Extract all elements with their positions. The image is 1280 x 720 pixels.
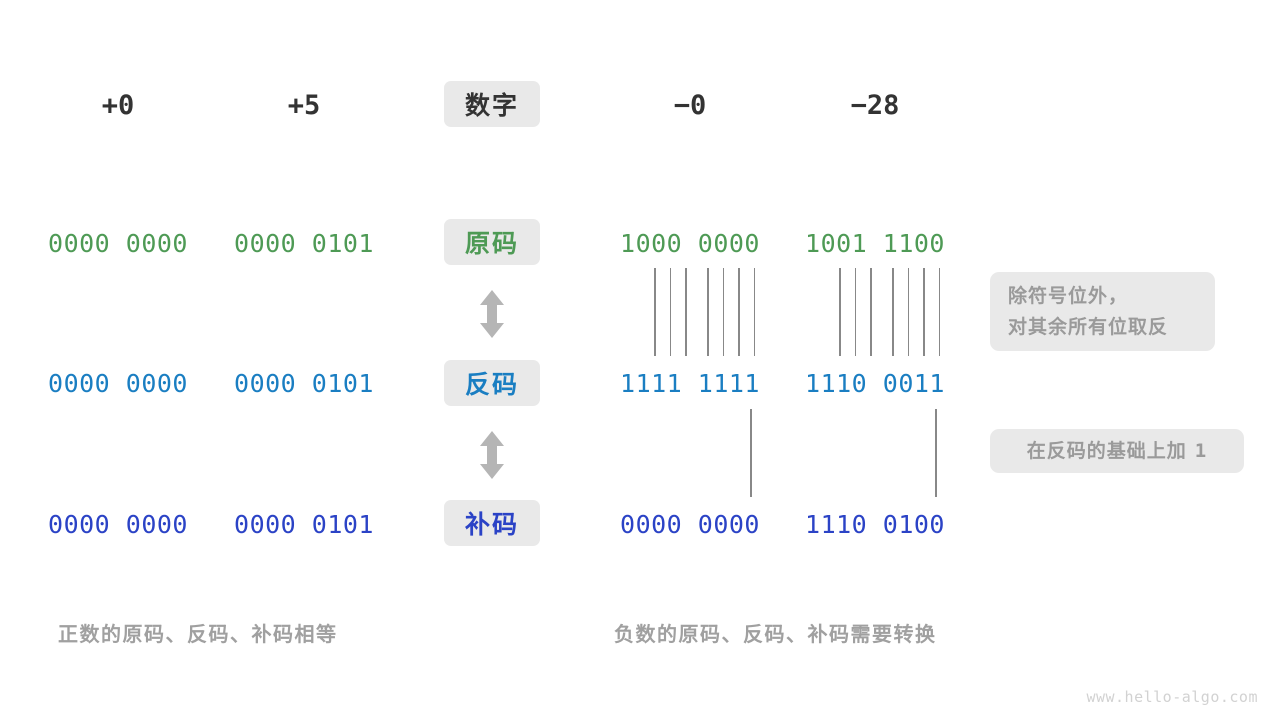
connector-line-invert-negzero-bit8	[753, 268, 755, 356]
header-neg-28: −28	[850, 89, 900, 121]
connector-line-invert-neg28-bit4	[870, 268, 872, 356]
connector-line-addone-negzero-bit8	[750, 409, 752, 497]
row-label-chip-fanma: 反码	[444, 360, 540, 406]
row-label-buma: 补码	[464, 511, 519, 539]
value-yuanma-neg-zero: 1000 0000	[620, 228, 760, 258]
row-label-chip-yuanma: 原码	[444, 219, 540, 265]
connector-line-invert-negzero-bit4	[685, 268, 687, 356]
connector-line-invert-neg28-bit5	[892, 268, 894, 356]
header-chip-number: 数字	[444, 81, 540, 127]
value-yuanma-pos-zero: 0000 0000	[48, 228, 188, 258]
value-buma-pos-five: 0000 0101	[234, 509, 374, 539]
note-invert-bits-line1: 除符号位外，	[1008, 285, 1129, 307]
row-label-yuanma: 原码	[464, 230, 519, 258]
value-buma-pos-zero: 0000 0000	[48, 509, 188, 539]
double-arrow-icon-fanma-buma	[476, 429, 508, 486]
value-fanma-neg-zero: 1111 1111	[620, 368, 760, 398]
connector-line-invert-negzero-bit5	[707, 268, 709, 356]
connector-line-invert-neg28-bit7	[923, 268, 925, 356]
header-pos-five: +5	[287, 89, 321, 121]
connector-line-invert-negzero-bit6	[722, 268, 724, 356]
connector-line-invert-neg28-bit8	[938, 268, 940, 356]
value-fanma-pos-zero: 0000 0000	[48, 368, 188, 398]
double-arrow-icon-yuanma-fanma	[476, 288, 508, 345]
value-yuanma-neg-28: 1001 1100	[805, 228, 945, 258]
value-buma-neg-zero: 0000 0000	[620, 509, 760, 539]
note-invert-bits-line2: 对其余所有位取反	[1008, 316, 1169, 338]
header-chip-number-label: 数字	[464, 92, 519, 120]
connector-line-invert-negzero-bit2	[654, 268, 656, 356]
connector-line-invert-negzero-bit7	[738, 268, 740, 356]
row-label-chip-buma: 补码	[444, 500, 540, 546]
value-fanma-pos-five: 0000 0101	[234, 368, 374, 398]
note-invert-bits: 除符号位外， 对其余所有位取反	[990, 272, 1215, 351]
header-neg-zero: −0	[673, 89, 707, 121]
caption-negative: 负数的原码、反码、补码需要转换	[614, 624, 937, 646]
value-buma-neg-28: 1110 0100	[805, 509, 945, 539]
value-fanma-neg-28: 1110 0011	[805, 368, 945, 398]
note-add-one-value: 1	[1194, 439, 1208, 462]
note-add-one: 在反码的基础上加 1	[990, 429, 1244, 473]
watermark: www.hello-algo.com	[1086, 688, 1258, 706]
caption-positive: 正数的原码、反码、补码相等	[58, 624, 338, 646]
connector-line-invert-negzero-bit3	[669, 268, 671, 356]
value-yuanma-pos-five: 0000 0101	[234, 228, 374, 258]
row-label-fanma: 反码	[464, 371, 519, 399]
connector-line-invert-neg28-bit2	[839, 268, 841, 356]
connector-line-invert-neg28-bit3	[854, 268, 856, 356]
header-pos-zero: +0	[101, 89, 135, 121]
connector-line-invert-neg28-bit6	[907, 268, 909, 356]
connector-line-addone-neg28-bit8	[935, 409, 937, 497]
note-add-one-prefix: 在反码的基础上加	[1026, 440, 1187, 462]
